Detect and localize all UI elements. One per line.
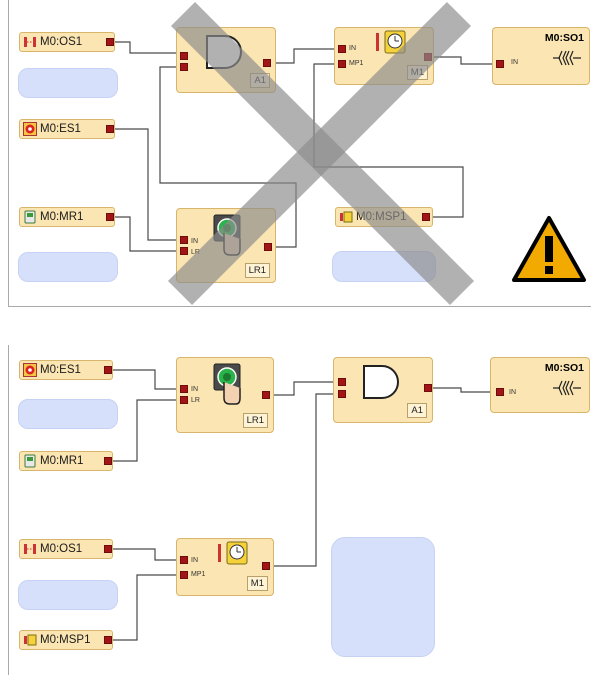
input-node-label: M0:OS1 [40,543,83,555]
emergency-stop-icon [23,122,37,136]
pin-label-mp: MP1 [191,571,206,578]
input-node-label: M0:MR1 [40,455,84,467]
pin-label-in: IN [191,386,198,393]
output-pin[interactable] [106,125,114,133]
input-node-os1[interactable]: M0:OS1 [19,539,113,559]
output-pin[interactable] [106,213,114,221]
safe-output-block[interactable]: M0:SO1 IN [492,27,590,85]
muting-timer-icon [218,541,248,565]
pin-label-in: IN [509,389,516,396]
wire-mr1-to-reset [115,216,181,252]
output-contact-icon [553,380,581,396]
input-node-es1[interactable]: M0:ES1 [19,360,113,380]
output-pin[interactable] [262,391,270,399]
input-node-mr1[interactable]: M0:MR1 [19,451,113,471]
warning-icon [512,216,586,282]
output-pin[interactable] [424,384,432,392]
wire-es1-to-reset [115,128,181,241]
and-gate-icon [363,365,399,399]
reset-function-block[interactable]: IN LR LR1 [176,357,274,433]
output-title: M0:SO1 [544,362,584,374]
input-pin[interactable] [180,556,188,564]
manual-reset-icon [24,210,36,224]
placeholder-slot-large[interactable] [331,537,435,657]
output-pin[interactable] [104,366,112,374]
safe-output-block[interactable]: M0:SO1 IN [490,357,590,413]
input-node-label: M0:OS1 [40,36,83,48]
input-pin[interactable] [180,385,188,393]
muting-sensor-icon [24,634,37,646]
placeholder-slot[interactable] [18,252,118,282]
manual-reset-icon [24,454,36,468]
output-contact-icon [553,50,581,66]
input-node-label: M0:MR1 [40,211,84,223]
input-node-msp1[interactable]: M0:MSP1 [19,630,113,650]
pin-label-lr: LR [191,397,200,404]
input-node-es1[interactable]: M0:ES1 [19,119,115,139]
placeholder-slot[interactable] [18,580,118,610]
block-tag: M1 [246,576,268,591]
reset-button-icon [213,363,241,405]
placeholder-slot[interactable] [18,399,118,429]
output-pin[interactable] [104,545,112,553]
pin-label-in: IN [191,557,198,564]
block-tag: LR1 [242,413,268,428]
emergency-stop-icon [23,363,37,377]
input-node-label: M0:MSP1 [40,634,91,646]
input-pin[interactable] [338,378,346,386]
output-title: M0:SO1 [544,32,584,44]
muting-function-block[interactable]: IN MP1 M1 [176,538,274,596]
output-pin[interactable] [262,562,270,570]
pin-label-in: IN [511,59,518,66]
output-pin[interactable] [104,457,112,465]
input-pin[interactable] [180,396,188,404]
output-pin[interactable] [104,636,112,644]
optical-sensor-icon [24,544,36,554]
input-node-label: M0:ES1 [40,364,81,376]
and-function-block[interactable]: A1 [333,357,433,423]
input-node-os1[interactable]: M0:OS1 [19,32,115,52]
input-node-label: M0:ES1 [40,123,81,135]
input-pin[interactable] [180,571,188,579]
optical-sensor-icon [24,37,36,47]
input-pin[interactable] [338,390,346,398]
input-pin[interactable] [496,60,504,68]
output-pin[interactable] [106,38,114,46]
input-pin[interactable] [496,388,504,396]
placeholder-slot[interactable] [18,68,118,98]
block-tag: A1 [407,403,427,418]
input-node-mr1[interactable]: M0:MR1 [19,207,115,227]
